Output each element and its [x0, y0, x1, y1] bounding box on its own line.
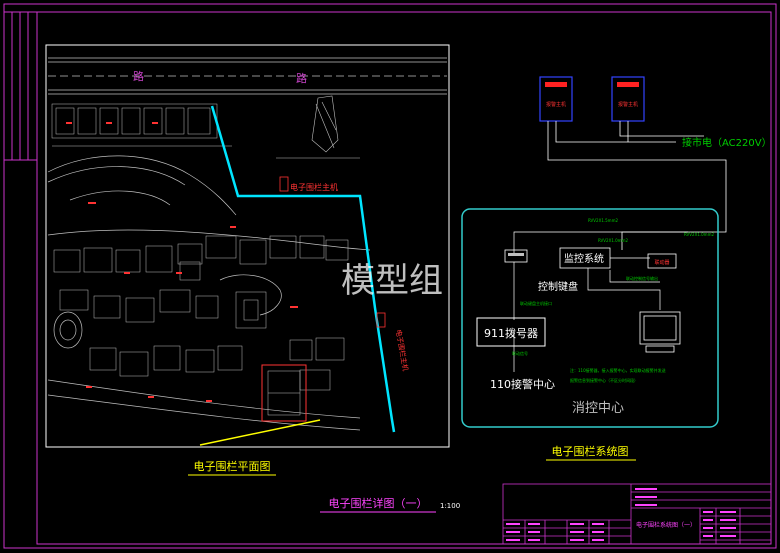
fence-host-label-1: 电子围栏主机 — [290, 182, 338, 192]
svg-text:RVV2X1.0mm2: RVV2X1.0mm2 — [684, 232, 714, 237]
control-keyboard-label: 控制键盘 — [538, 280, 578, 293]
mains-power-label: 接市电（AC220V） — [682, 136, 772, 149]
alarm-host-1-label: 报警主机 — [546, 101, 566, 108]
svg-text:联动控制信号输出: 联动控制信号输出 — [626, 275, 658, 281]
fire-center-enclosure — [461, 208, 719, 428]
fence-wall — [210, 105, 396, 433]
fence-host-marker-1: 电子围栏主机 — [279, 176, 338, 192]
road-label-left: 路 — [133, 70, 144, 83]
system-title: 电子围栏系统图 — [552, 444, 629, 458]
yellow-line — [199, 419, 321, 446]
svg-text:RVV2X1.5mm2: RVV2X1.5mm2 — [588, 218, 618, 223]
svg-text:联动键盘主机接口: 联动键盘主机接口 — [520, 300, 552, 306]
monitor-system-label: 监控系统 — [564, 252, 604, 265]
svg-text:注：110接警器，接入报警中心，实现联动报警并发送: 注：110接警器，接入报警中心，实现联动报警并发送 — [570, 367, 666, 373]
drawing-name: 电子围栏系统图（一） — [636, 521, 696, 529]
sport-court — [261, 364, 307, 422]
dialer-911-label: 911拨号器 — [484, 326, 538, 340]
system-diagram: 报警主机 报警主机 接市电（AC220V） RV — [461, 76, 772, 461]
plan-title: 电子围栏平面图 — [194, 459, 271, 473]
monitor-computer — [639, 311, 681, 353]
linkage-box-label: 联动器 — [654, 259, 669, 266]
alarm-host-2-label: 报警主机 — [618, 101, 638, 108]
svg-text:RVV2X1.0mm2: RVV2X1.0mm2 — [598, 238, 628, 243]
dialer-911-box — [476, 317, 546, 347]
watermark: 模型组 — [341, 261, 443, 301]
svg-text:联动信号: 联动信号 — [512, 350, 528, 356]
site-plan: 路 路 — [45, 44, 450, 476]
center-110-label: 110接警中心 — [490, 377, 555, 391]
linkage-box — [647, 253, 677, 269]
road-label-right: 路 — [296, 72, 307, 85]
drawing-frame — [3, 3, 777, 549]
scale-label: 1:100 — [440, 502, 460, 510]
fire-center-label: 消控中心 — [572, 401, 624, 416]
svg-text:报警信息到接警中心（不区分时间段）: 报警信息到接警中心（不区分时间段） — [570, 377, 638, 383]
title-block — [502, 483, 772, 545]
control-keyboard-device — [504, 249, 528, 263]
detail-title: 电子围栏详图（一） — [329, 496, 428, 510]
